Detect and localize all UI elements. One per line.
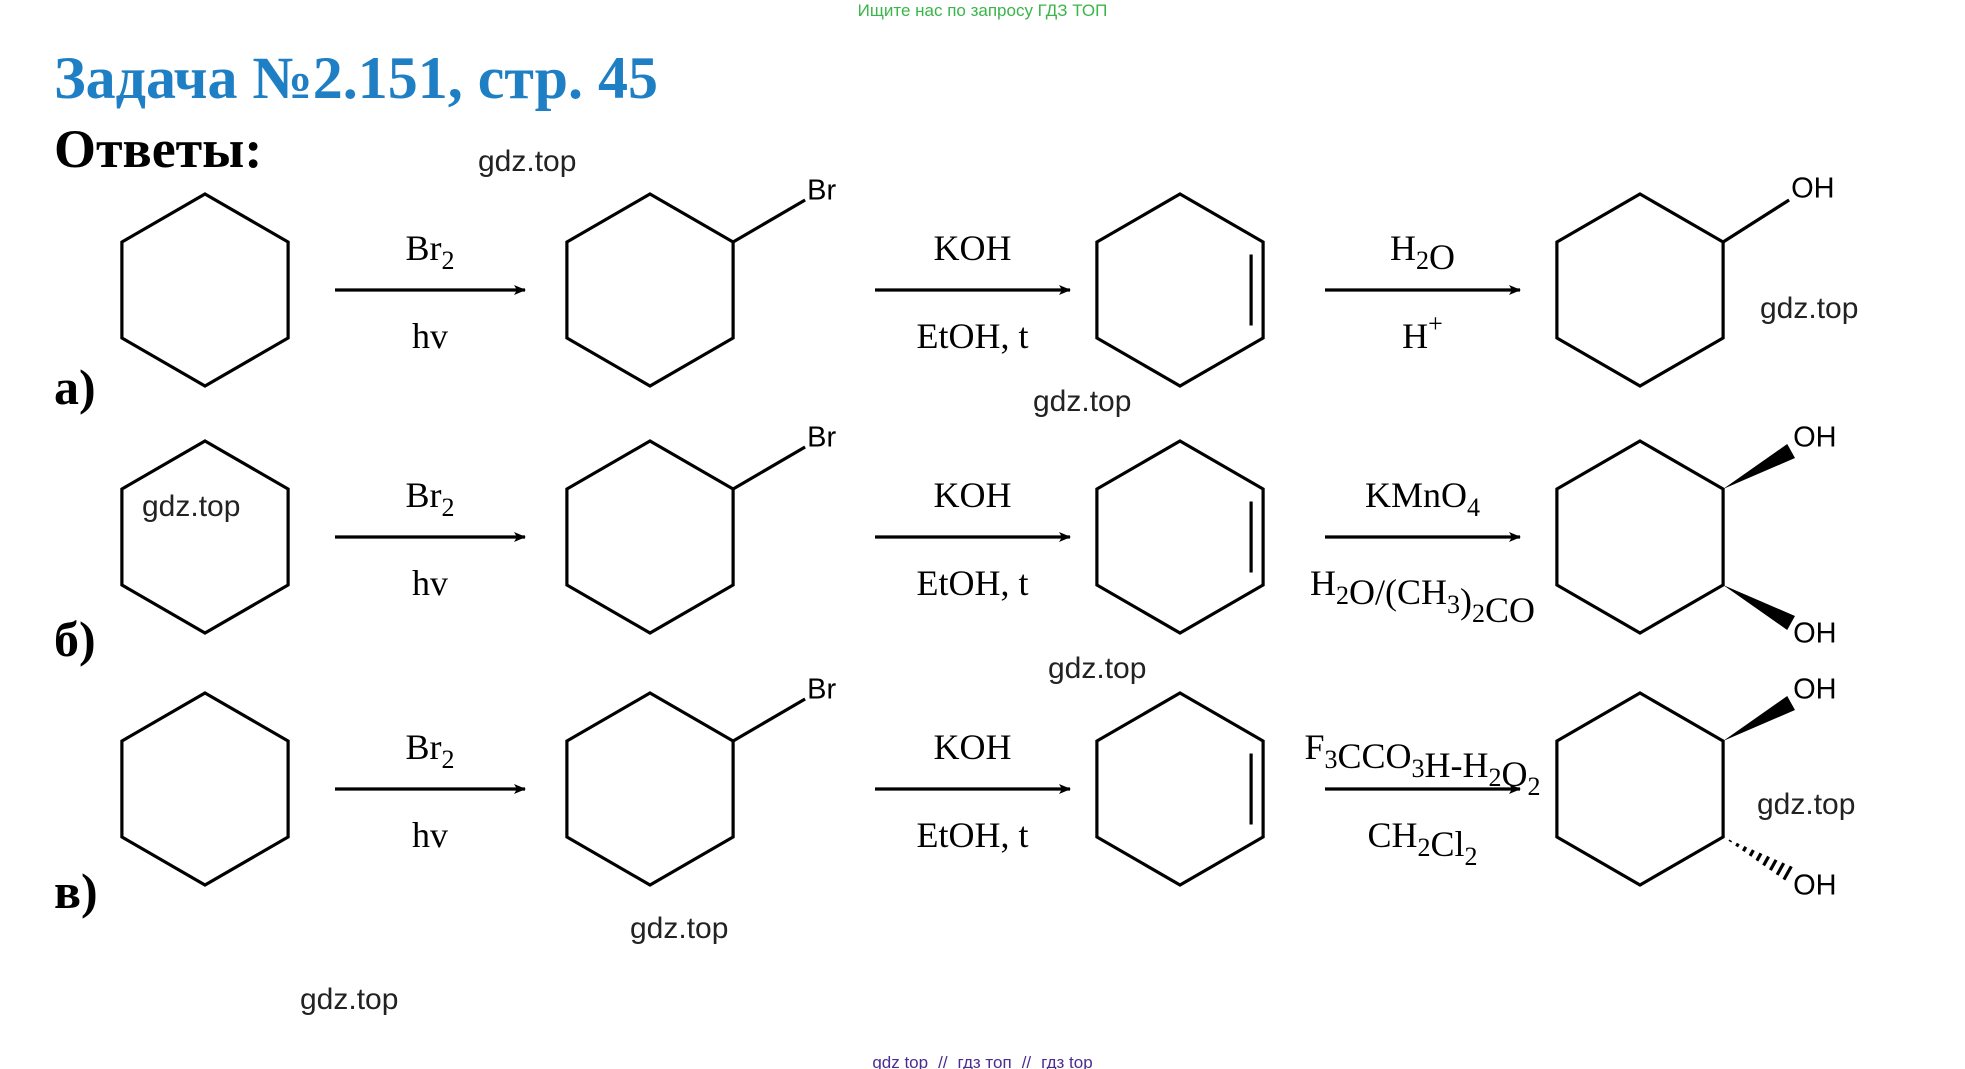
product-ring (1555, 439, 1725, 635)
watermark: gdz.top (300, 983, 399, 1016)
watermark: gdz.top (1033, 385, 1132, 418)
hashed-wedge-bond (1769, 859, 1778, 871)
wedge-bond (1723, 696, 1795, 741)
reagent-label: KMnO4 (1365, 475, 1480, 522)
footer-separator: // (1021, 1053, 1032, 1069)
reagent-label: Br2 (406, 475, 455, 522)
cyclohexane-ring (120, 439, 290, 635)
row-label-a: а) (54, 359, 96, 415)
hashed-wedge-bond (1762, 855, 1770, 867)
wedge-bond (1723, 585, 1795, 630)
hydroxyl-group-label: OH (1791, 173, 1835, 205)
condition-label: CH2Cl2 (1367, 815, 1477, 871)
bromocyclohexane-ring (565, 192, 735, 388)
footer-link[interactable]: гдз top (1041, 1053, 1093, 1069)
condition-label: hv (412, 563, 448, 603)
condition-label: H2O/(CH3)2CO (1310, 563, 1535, 630)
c-oh-bond (1722, 198, 1790, 244)
watermark: gdz.top (1757, 788, 1856, 821)
bromine-atom-label: Br (807, 674, 836, 706)
hashed-wedge-bond (1728, 839, 1733, 843)
watermark: gdz.top (630, 912, 729, 945)
hashed-wedge-bond (1735, 842, 1740, 848)
reagent-label: KOH (934, 228, 1012, 268)
watermark: gdz.top (478, 145, 577, 178)
cyclohexene-ring (1095, 192, 1265, 388)
reagent-label: KOH (934, 727, 1012, 767)
watermark: gdz.top (1048, 652, 1147, 685)
footer-links: gdz top // гдз топ // гдз top (0, 1053, 1965, 1069)
answers-heading: Ответы: (54, 119, 263, 179)
c-br-bond (732, 198, 806, 244)
wedge-bond (1723, 444, 1795, 489)
bromocyclohexane-ring (565, 439, 735, 635)
hashed-wedge-bond (1755, 852, 1763, 862)
reagent-label: KOH (934, 475, 1012, 515)
hashed-wedge-bond (1775, 862, 1786, 876)
reagent-label: Br2 (406, 727, 455, 774)
footer-separator: // (938, 1053, 948, 1069)
top-banner-link[interactable]: Ищите нас по запросу ГДЗ ТОП (857, 1, 1108, 20)
condition-label: hv (412, 316, 448, 356)
hashed-wedge-bond (1782, 865, 1793, 881)
c-br-bond (732, 445, 806, 491)
c-br-bond (732, 697, 806, 743)
hydroxyl-group-label: OH (1793, 422, 1837, 454)
bromine-atom-label: Br (807, 422, 836, 454)
product-ring (1555, 192, 1725, 388)
product-ring (1555, 691, 1725, 887)
reagent-label: H2O (1390, 228, 1455, 277)
bromocyclohexane-ring (565, 691, 735, 887)
cyclohexene-ring (1095, 691, 1265, 887)
page-title: Задача №2.151, стр. 45 (54, 45, 658, 111)
cyclohexene-ring (1095, 439, 1265, 635)
reagent-label: Br2 (406, 228, 455, 275)
hashed-wedge-bond (1748, 849, 1755, 857)
reagent-label: F3CCO3H-H2O2 (1304, 727, 1540, 801)
cyclohexane-ring (120, 691, 290, 887)
watermark: gdz.top (1760, 292, 1859, 325)
hashed-wedge-bond (1741, 846, 1748, 852)
hydroxyl-group-label: OH (1793, 674, 1837, 706)
condition-label: hv (412, 815, 448, 855)
hydroxyl-group-label: OH (1793, 618, 1837, 650)
footer-link[interactable]: гдз топ (957, 1053, 1012, 1069)
condition-label: EtOH, t (917, 316, 1029, 356)
bromine-atom-label: Br (807, 175, 836, 207)
watermark: gdz.top (142, 490, 241, 523)
row-label-v: в) (54, 863, 98, 919)
footer-link[interactable]: gdz top (872, 1053, 929, 1069)
condition-label: EtOH, t (917, 563, 1029, 603)
condition-label: H+ (1402, 309, 1443, 356)
hydroxyl-group-label: OH (1793, 870, 1837, 902)
cyclohexane-ring (120, 192, 290, 388)
row-label-b: б) (54, 611, 96, 667)
condition-label: EtOH, t (917, 815, 1029, 855)
